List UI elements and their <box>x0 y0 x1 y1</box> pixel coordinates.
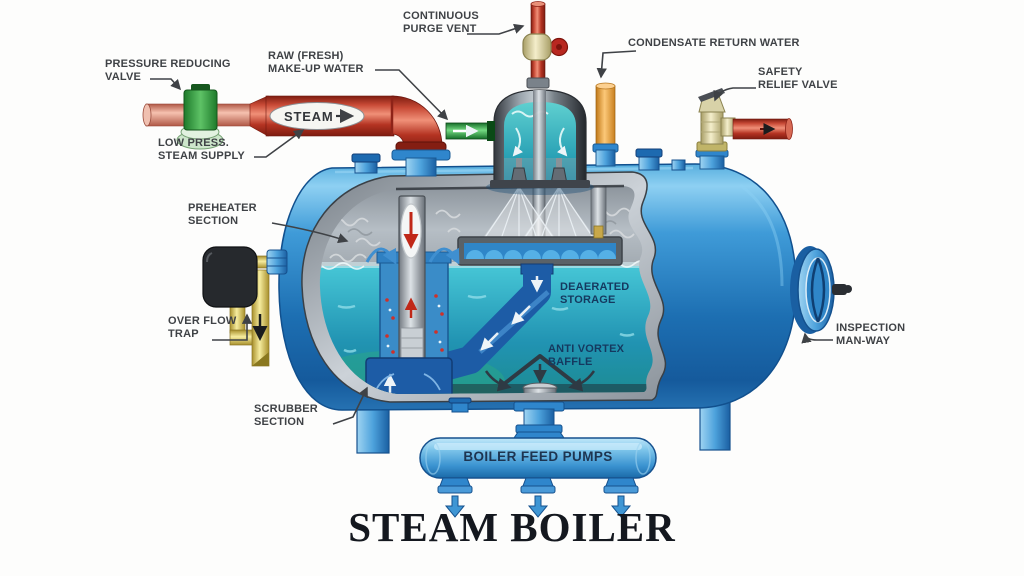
label-low-press-steam-supply: LOW PRESS. STEAM SUPPLY <box>158 137 245 162</box>
leader-pressure-reducing-valve <box>150 78 182 91</box>
diagram-title: STEAM BOILER <box>348 504 676 550</box>
leader-raw-makeup-water <box>375 69 449 121</box>
leader-condensate-return <box>596 50 637 79</box>
label-continuous-purge-vent: CONTINUOUS PURGE VENT <box>403 10 479 35</box>
leader-inspection-manway <box>801 332 833 344</box>
safety-relief-valve-shape <box>695 88 793 170</box>
tank-top-nozzle-stubs <box>351 148 686 174</box>
leader-low-press-steam <box>254 129 305 158</box>
feed-pump-assembly <box>419 397 657 518</box>
label-raw-makeup-water: RAW (FRESH) MAKE-UP WATER <box>268 50 364 75</box>
downcomer-chute <box>444 263 554 380</box>
scrubber-tube <box>398 195 426 371</box>
spray-tray <box>457 236 623 266</box>
leader-overflow-trap <box>212 313 253 341</box>
inspection-manway-disc <box>790 246 852 334</box>
overflow-trap-body <box>202 246 258 308</box>
label-safety-relief-valve: SAFETY RELIEF VALVE <box>758 66 838 91</box>
wave-squiggles <box>329 207 635 263</box>
leader-preheater-section <box>271 222 349 244</box>
label-boiler-feed-pumps: BOILER FEED PUMPS <box>463 449 613 464</box>
label-deaerated-storage: DEAERATED STORAGE <box>560 281 630 306</box>
label-pressure-reducing-valve: PRESSURE REDUCING VALVE <box>105 58 231 83</box>
leader-lines <box>150 23 833 425</box>
label-steam-flow: STEAM <box>284 109 334 124</box>
spray-fans <box>480 186 598 243</box>
overflow-trap-assembly <box>202 246 288 367</box>
label-scrubber-section: SCRUBBER SECTION <box>254 403 318 428</box>
overflow-fountains <box>365 247 460 265</box>
dome-vent-tube <box>533 90 546 184</box>
label-preheater-section: PREHEATER SECTION <box>188 202 257 227</box>
condensate-return-pipe <box>592 82 619 167</box>
leader-safety-relief-valve <box>713 87 756 102</box>
label-condensate-return-water: CONDENSATE RETURN WATER <box>628 37 800 49</box>
scrubber-base <box>365 357 453 394</box>
leader-continuous-purge-vent <box>467 23 525 35</box>
pump-outlets <box>437 477 639 494</box>
purge-vent-valve <box>522 33 569 61</box>
water-glints <box>337 294 635 353</box>
pressure-reducing-valve-shape <box>176 84 224 150</box>
continuous-purge-vent-pipe <box>522 1 569 89</box>
leader-scrubber-section <box>332 386 368 425</box>
tank-interior <box>319 186 653 394</box>
deaerator-dome <box>486 89 594 195</box>
label-overflow-trap: OVER FLOW TRAP <box>168 315 237 340</box>
label-anti-vortex-baffle: ANTI VORTEX BAFFLE <box>548 343 625 368</box>
steam-supply-piping <box>142 95 451 177</box>
makeup-water-pipe <box>445 121 495 141</box>
pump-flow-arrows <box>444 495 632 518</box>
label-inspection-manway: INSPECTION MAN-WAY <box>836 322 906 347</box>
condensate-drop-pipe <box>590 186 607 239</box>
